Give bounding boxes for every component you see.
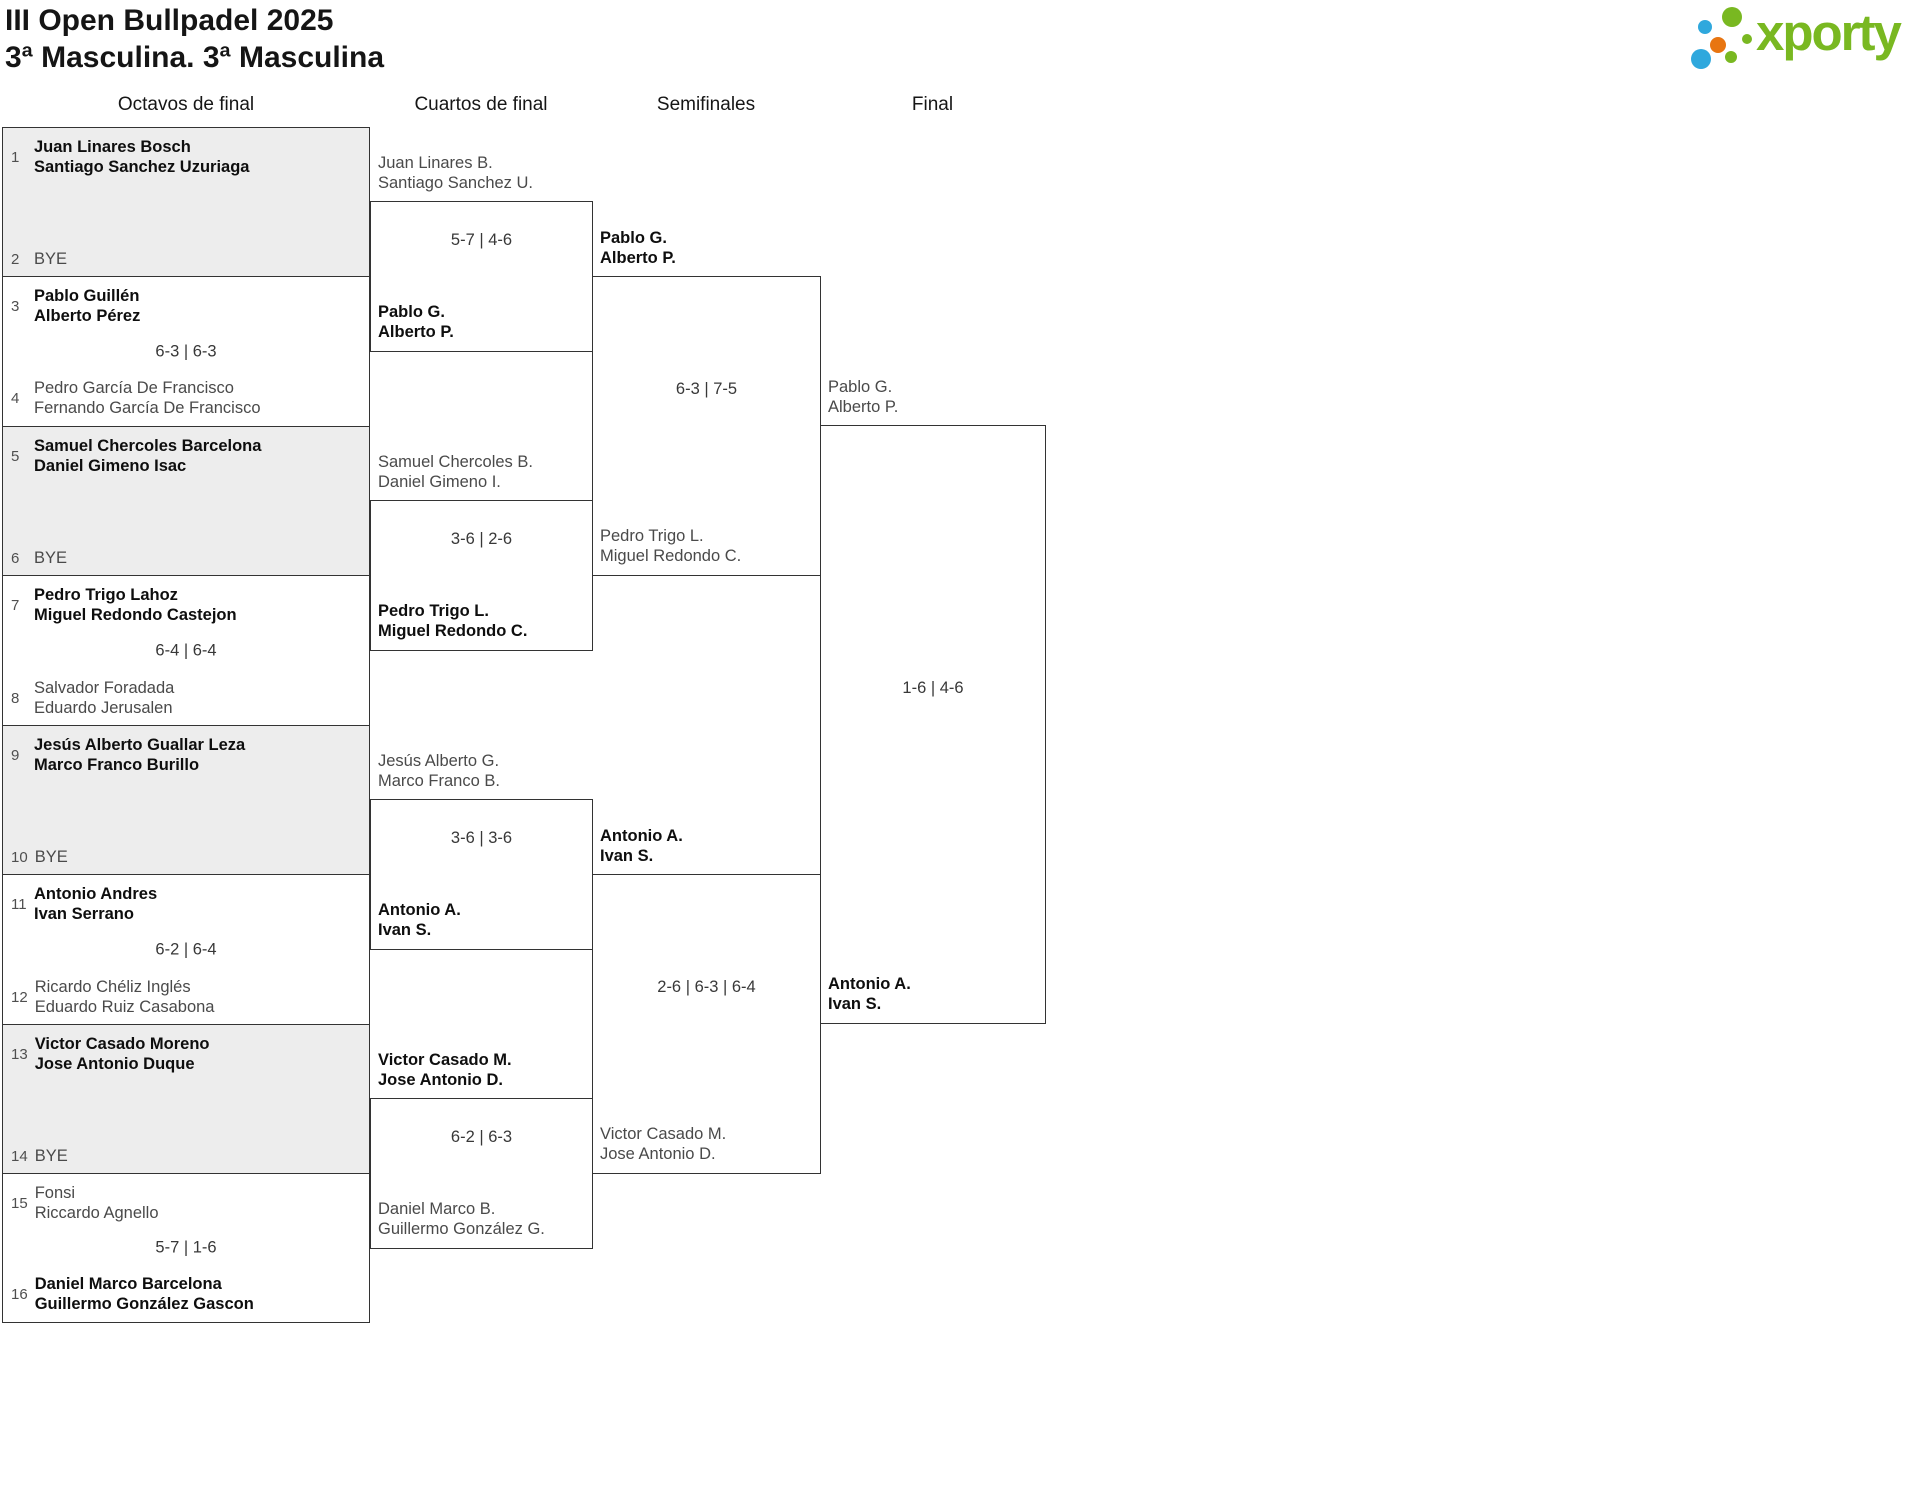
team-name: Pedro Trigo Lahoz Miguel Redondo Castejo… [34,586,237,624]
team-name: Antonio A. Ivan S. [378,901,461,939]
match-semifinal-1: Pablo G. Alberto P. 6-3 | 7-5 Pedro Trig… [592,229,821,576]
team-name: Jesús Alberto G. Marco Franco B. [378,752,500,790]
xporty-logo-wordmark: xporty [1756,4,1902,61]
team-row: 3 Pablo Guillén Alberto Pérez [11,286,361,326]
match-octavos-2: 3 Pablo Guillén Alberto Pérez 6-3 | 6-3 … [2,276,370,427]
seed-number: 7 [11,596,20,614]
team-row: 9 Jesús Alberto Guallar Leza Marco Franc… [11,735,361,775]
match-octavos-7: 13 Victor Casado Moreno Jose Antonio Duq… [2,1024,370,1175]
team-row: 4 Pedro García De Francisco Fernando Gar… [11,378,361,418]
team-row: 16 Daniel Marco Barcelona Guillermo Gonz… [11,1274,361,1314]
team-name: Samuel Chercoles Barcelona Daniel Gimeno… [34,437,262,475]
match-octavos-4: 7 Pedro Trigo Lahoz Miguel Redondo Caste… [2,575,370,727]
team-row: 2 BYE [11,249,361,269]
team-row: 12 Ricardo Chéliz Inglés Eduardo Ruiz Ca… [11,977,361,1017]
seed-number: 3 [11,297,20,315]
match-octavos-5: 9 Jesús Alberto Guallar Leza Marco Franc… [2,725,370,876]
round-header-cuartos: Cuartos de final [414,94,548,115]
match-final: Pablo G. Alberto P. 1-6 | 4-6 Antonio A.… [820,378,1046,1024]
team-row: 15 Fonsi Riccardo Agnello [11,1183,361,1223]
team-name: Antonio Andres Ivan Serrano [34,885,158,923]
team-name: Antonio A. Ivan S. [600,827,683,865]
match-cuartos-2: Samuel Chercoles B. Daniel Gimeno I. 3-6… [370,453,593,651]
match-cuartos-3: Jesús Alberto G. Marco Franco B. 3-6 | 3… [370,752,593,950]
match-score: 5-7 | 1-6 [155,1238,217,1257]
team-row: 5 Samuel Chercoles Barcelona Daniel Gime… [11,436,361,476]
team-name: Pablo G. Alberto P. [600,229,676,267]
match-cuartos-4: Victor Casado M. Jose Antonio D. 6-2 | 6… [370,1051,593,1249]
xporty-logo: xporty [1686,2,1902,72]
seed-number: 4 [11,389,20,407]
team-row: 13 Victor Casado Moreno Jose Antonio Duq… [11,1034,361,1074]
match-octavos-8: 15 Fonsi Riccardo Agnello 5-7 | 1-6 16 D… [2,1173,370,1323]
team-name: BYE [34,250,68,268]
team-row: 11 Antonio Andres Ivan Serrano [11,884,361,924]
team-name: Samuel Chercoles B. Daniel Gimeno I. [378,453,533,491]
seed-number: 2 [11,250,20,268]
team-row: 14 BYE [11,1146,361,1166]
xporty-logo-dots-icon [1691,7,1752,69]
team-name: Pedro Trigo L. Miguel Redondo C. [600,527,742,565]
team-name: Fonsi Riccardo Agnello [34,1184,159,1222]
seed-number: 13 [11,1045,28,1063]
match-octavos-6: 11 Antonio Andres Ivan Serrano 6-2 | 6-4… [2,874,370,1026]
match-cuartos-1: Juan Linares B. Santiago Sanchez U. 5-7 … [370,154,593,352]
team-name: Pedro Trigo L. Miguel Redondo C. [378,602,528,640]
team-name: BYE [34,848,68,866]
team-row: 10 BYE [11,847,361,867]
match-semifinal-2: Antonio A. Ivan S. 2-6 | 6-3 | 6-4 Victo… [592,827,821,1174]
match-octavos-1: 1 Juan Linares Bosch Santiago Sanchez Uz… [2,127,370,278]
team-name: Victor Casado M. Jose Antonio D. [378,1051,512,1089]
seed-number: 8 [11,689,20,707]
team-name: Victor Casado Moreno Jose Antonio Duque [34,1035,210,1073]
team-name: Ricardo Chéliz Inglés Eduardo Ruiz Casab… [34,978,215,1016]
seed-number: 16 [11,1285,28,1303]
match-octavos-3: 5 Samuel Chercoles Barcelona Daniel Gime… [2,426,370,577]
seed-number: 11 [11,895,27,913]
match-score: 1-6 | 4-6 [902,679,964,697]
team-name: Pablo Guillén Alberto Pérez [34,287,141,325]
match-score: 6-3 | 7-5 [675,380,738,398]
team-name: Salvador Foradada Eduardo Jerusalen [34,679,175,717]
page-title: III Open Bullpadel 2025 [5,4,334,37]
round-header-octavos: Octavos de final [117,94,255,115]
team-name: Daniel Marco B. Guillermo González G. [378,1200,545,1238]
match-score: 6-2 | 6-3 [450,1128,513,1146]
team-row: 7 Pedro Trigo Lahoz Miguel Redondo Caste… [11,585,361,625]
match-score: 3-6 | 3-6 [450,829,513,847]
team-name: Juan Linares Bosch Santiago Sanchez Uzur… [34,138,250,176]
team-name: BYE [34,1147,68,1165]
seed-number: 10 [11,848,28,866]
team-name: Pablo G. Alberto P. [828,378,899,416]
team-name: Juan Linares B. Santiago Sanchez U. [378,154,534,192]
match-score: 5-7 | 4-6 [450,231,513,249]
match-score: 6-3 | 6-3 [155,342,217,360]
seed-number: 14 [11,1147,28,1165]
page-subtitle: 3ª Masculina. 3ª Masculina [5,41,385,74]
team-row: 6 BYE [11,548,361,568]
round-header-final: Final [911,94,954,115]
team-name: Antonio A. Ivan S. [828,975,911,1013]
team-name: Daniel Marco Barcelona Guillermo Gonzále… [34,1275,254,1313]
round-header-semifinales: Semifinales [656,94,756,115]
seed-number: 9 [11,746,20,764]
team-name: Pablo G. Alberto P. [378,303,454,341]
team-name: BYE [34,549,68,567]
seed-number: 1 [11,148,20,166]
team-name: Victor Casado M. Jose Antonio D. [600,1125,727,1163]
match-score: 6-4 | 6-4 [155,641,217,660]
match-score: 2-6 | 6-3 | 6-4 [657,978,756,996]
seed-number: 5 [11,447,20,465]
team-name: Pedro García De Francisco Fernando Garcí… [34,379,261,417]
team-row: 8 Salvador Foradada Eduardo Jerusalen [11,678,361,718]
match-score: 3-6 | 2-6 [450,530,513,548]
seed-number: 6 [11,549,20,567]
team-row: 1 Juan Linares Bosch Santiago Sanchez Uz… [11,137,361,177]
team-name: Jesús Alberto Guallar Leza Marco Franco … [34,736,246,774]
seed-number: 15 [11,1194,28,1212]
match-score: 6-2 | 6-4 [155,940,217,959]
seed-number: 12 [11,988,28,1006]
title-block: III Open Bullpadel 2025 3ª Masculina. 3ª… [5,2,384,76]
